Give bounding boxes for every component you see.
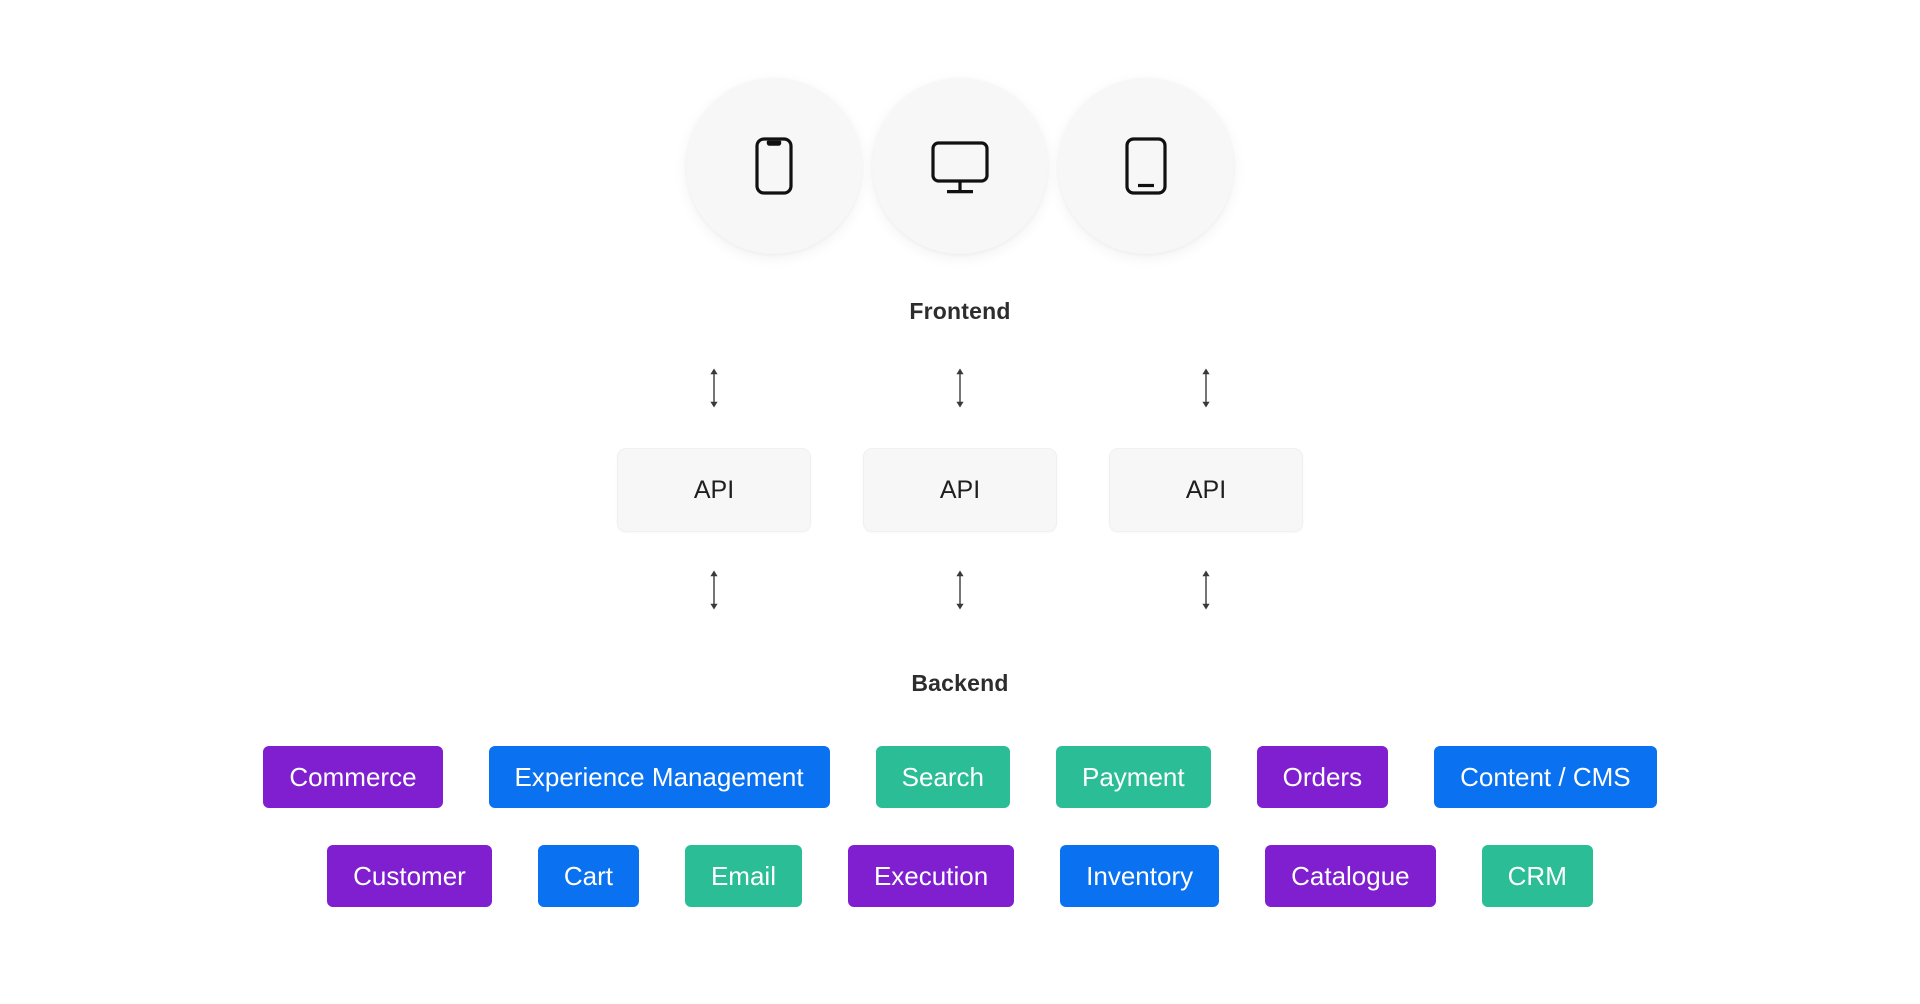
backend-service-row-2: Customer Cart Email Execution Inventory … — [0, 845, 1920, 907]
connector-arrow-6 — [1083, 569, 1329, 611]
tablet-icon — [1107, 127, 1185, 205]
service-badge-email[interactable]: Email — [684, 845, 802, 907]
connector-arrow-4 — [591, 569, 837, 611]
api-box-2[interactable]: API — [863, 448, 1057, 532]
service-badge-orders[interactable]: Orders — [1256, 746, 1389, 808]
api-box-3[interactable]: API — [1109, 448, 1303, 532]
service-badge-experience-management[interactable]: Experience Management — [488, 746, 830, 808]
api-box-1[interactable]: API — [617, 448, 811, 532]
service-badge-payment[interactable]: Payment — [1056, 746, 1211, 808]
smartphone-icon — [735, 127, 813, 205]
service-badge-catalogue[interactable]: Catalogue — [1265, 845, 1436, 907]
double-arrow-vertical-icon — [952, 569, 968, 611]
service-badge-content-cms[interactable]: Content / CMS — [1434, 746, 1657, 808]
backend-service-row-1: Commerce Experience Management Search Pa… — [0, 746, 1920, 808]
device-circle-desktop[interactable] — [872, 78, 1048, 254]
device-circle-tablet[interactable] — [1058, 78, 1234, 254]
api-cell-2: API — [837, 448, 1083, 532]
double-arrow-vertical-icon — [952, 367, 968, 409]
service-badge-inventory[interactable]: Inventory — [1060, 845, 1220, 907]
api-cell-3: API — [1083, 448, 1329, 532]
api-layer-row: API API API — [0, 448, 1920, 532]
double-arrow-vertical-icon — [706, 367, 722, 409]
connector-row-frontend-to-api — [0, 365, 1920, 411]
frontend-label: Frontend — [909, 298, 1011, 324]
api-cell-1: API — [591, 448, 837, 532]
connector-arrow-5 — [837, 569, 1083, 611]
desktop-monitor-icon — [921, 127, 999, 205]
service-badge-crm[interactable]: CRM — [1481, 845, 1593, 907]
device-circle-smartphone[interactable] — [686, 78, 862, 254]
connector-arrow-1 — [591, 367, 837, 409]
service-badge-cart[interactable]: Cart — [537, 845, 639, 907]
backend-label: Backend — [911, 670, 1009, 696]
connector-arrow-3 — [1083, 367, 1329, 409]
double-arrow-vertical-icon — [706, 569, 722, 611]
connector-row-api-to-backend — [0, 567, 1920, 613]
service-badge-commerce[interactable]: Commerce — [263, 746, 443, 808]
service-badge-search[interactable]: Search — [875, 746, 1010, 808]
double-arrow-vertical-icon — [1198, 569, 1214, 611]
connector-arrow-2 — [837, 367, 1083, 409]
frontend-device-row — [0, 78, 1920, 254]
double-arrow-vertical-icon — [1198, 367, 1214, 409]
service-badge-execution[interactable]: Execution — [847, 845, 1015, 907]
service-badge-customer[interactable]: Customer — [327, 845, 492, 907]
